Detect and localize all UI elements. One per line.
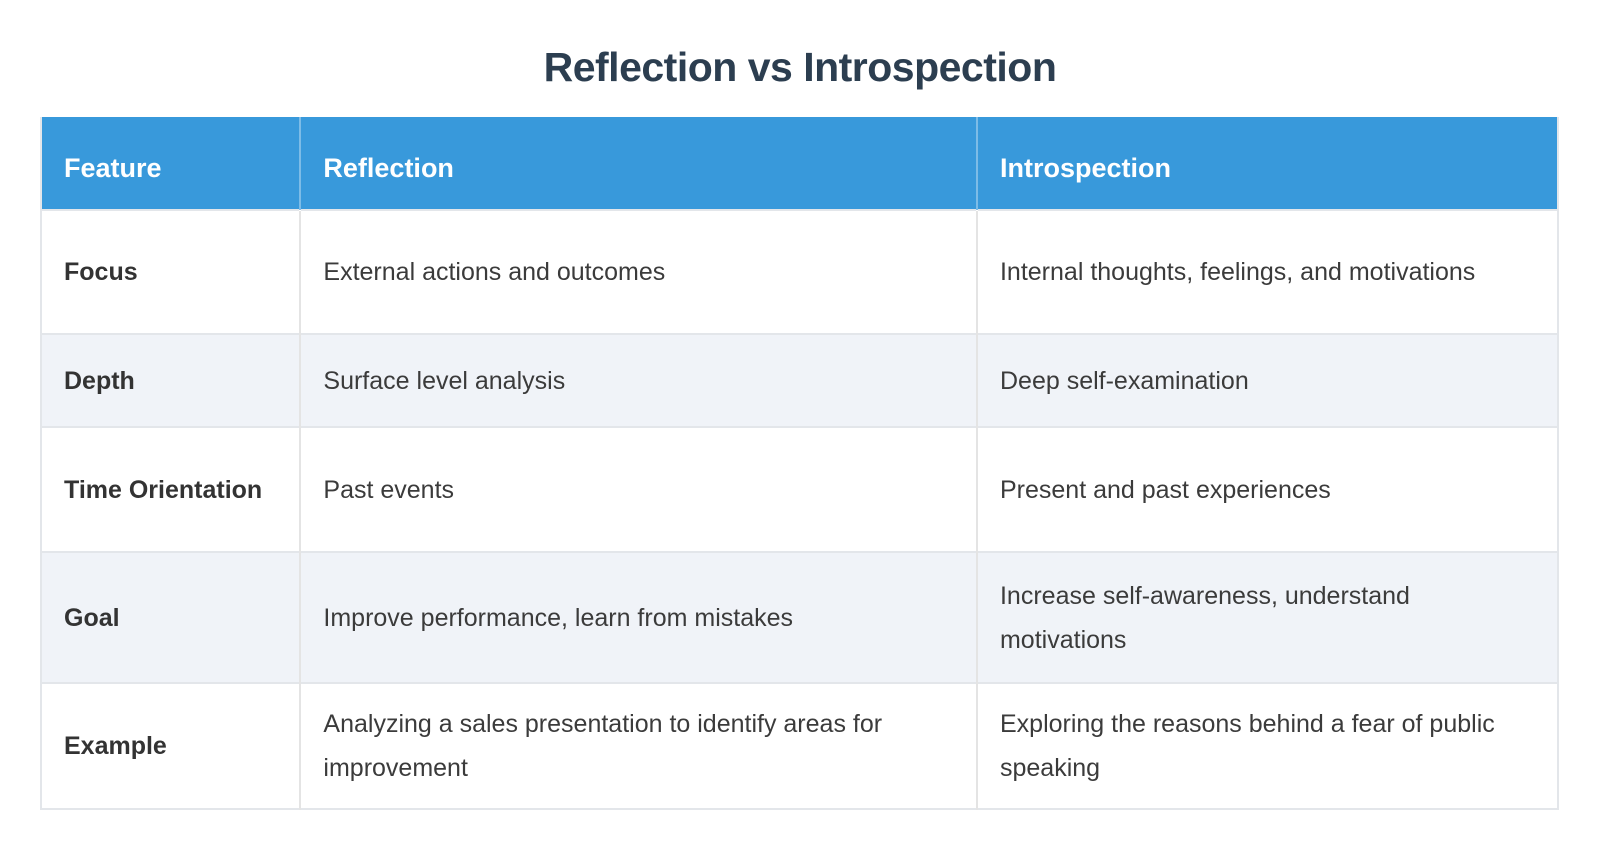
feature-cell: Depth	[41, 333, 301, 427]
header-cell-reflection: Reflection	[299, 117, 977, 210]
table-row-goal: Goal Improve performance, learn from mis…	[41, 551, 1558, 683]
page-title: Reflection vs Introspection	[543, 44, 1057, 90]
introspection-cell: Exploring the reasons behind a fear of p…	[975, 682, 1558, 809]
header-cell-introspection: Introspection	[975, 117, 1558, 210]
comparison-table: Feature Reflection Introspection Focus E…	[40, 117, 1559, 810]
comparison-table-container: Feature Reflection Introspection Focus E…	[40, 117, 1559, 810]
reflection-cell: Surface level analysis	[299, 333, 977, 427]
reflection-cell: Analyzing a sales presentation to identi…	[299, 682, 977, 809]
introspection-cell: Present and past experiences	[975, 426, 1558, 552]
feature-cell: Example	[41, 682, 301, 809]
table-row-depth: Depth Surface level analysis Deep self-e…	[41, 333, 1558, 427]
feature-cell: Focus	[41, 209, 301, 334]
introspection-cell: Increase self-awareness, understand moti…	[975, 551, 1558, 683]
table-row-example: Example Analyzing a sales presentation t…	[41, 682, 1558, 809]
header-cell-feature: Feature	[41, 117, 301, 210]
feature-cell: Goal	[41, 551, 301, 683]
table-row-time-orientation: Time Orientation Past events Present and…	[41, 426, 1558, 552]
feature-cell: Time Orientation	[41, 426, 301, 552]
introspection-cell: Deep self-examination	[975, 333, 1558, 427]
table-header-row: Feature Reflection Introspection	[41, 117, 1558, 210]
table-row-focus: Focus External actions and outcomes Inte…	[41, 209, 1558, 334]
reflection-cell: External actions and outcomes	[299, 209, 977, 334]
reflection-cell: Past events	[299, 426, 977, 552]
introspection-cell: Internal thoughts, feelings, and motivat…	[975, 209, 1558, 334]
reflection-cell: Improve performance, learn from mistakes	[299, 551, 977, 683]
